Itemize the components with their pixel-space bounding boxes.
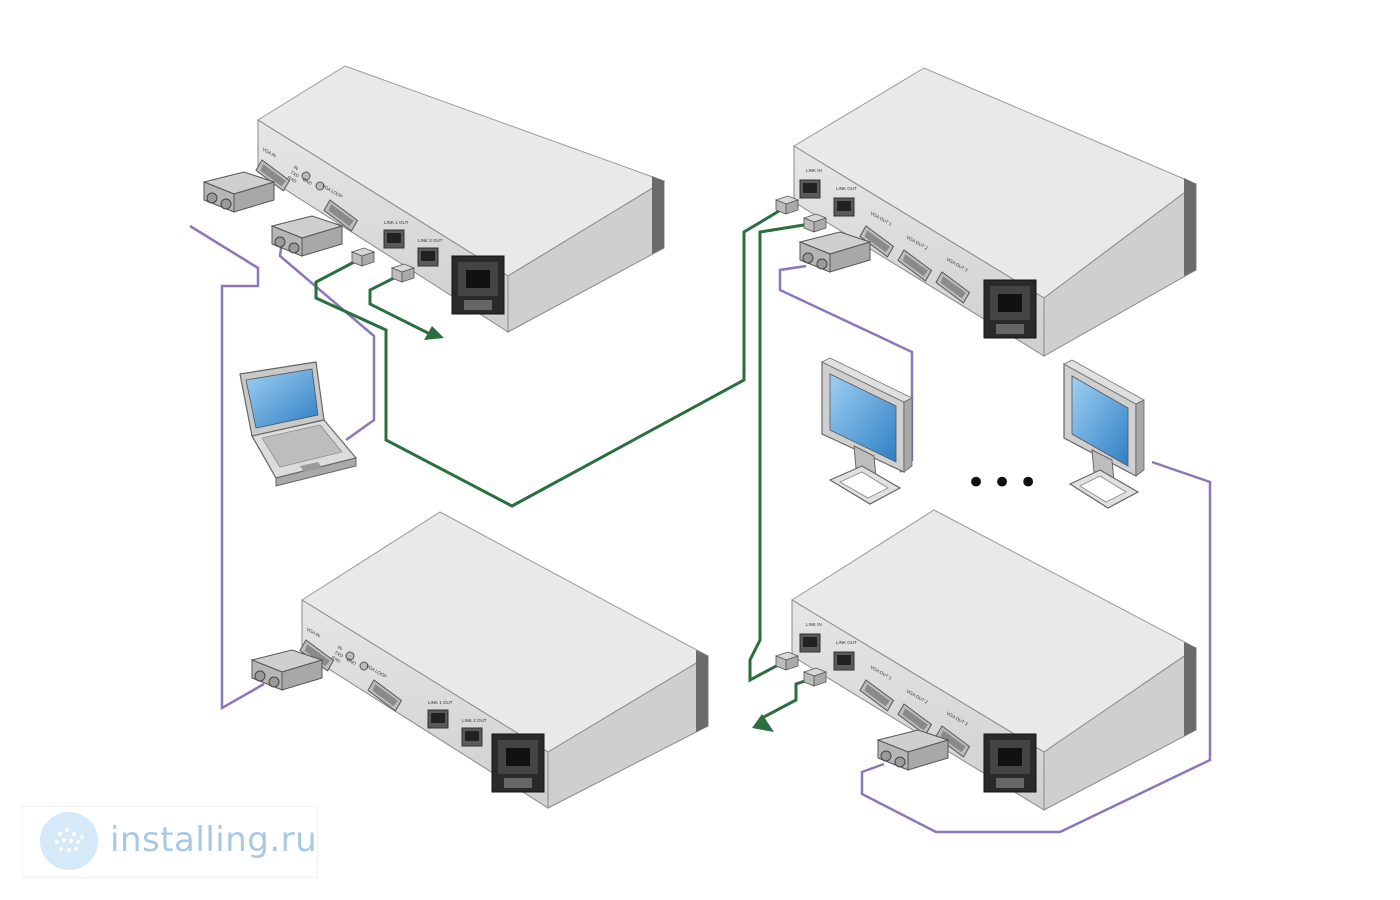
label-gnd: GND xyxy=(346,657,358,667)
rj45-link-in-port xyxy=(799,179,821,199)
power-socket-icon xyxy=(983,733,1037,793)
vga-cable-source-to-bottom xyxy=(189,224,265,711)
vga-connector-icon xyxy=(271,215,343,257)
device-edge xyxy=(1184,178,1196,276)
device-front-panel xyxy=(793,145,1045,357)
label-vga-in: VGA IN xyxy=(262,147,278,159)
rj45-connector-icon xyxy=(775,195,799,215)
vga-cable-to-monitor-2 xyxy=(860,460,1212,834)
power-socket-icon xyxy=(491,733,545,793)
label-link1-out: LINK 1 OUT xyxy=(384,220,409,225)
rj45-link1-port xyxy=(427,709,449,729)
laptop-icon xyxy=(239,361,358,487)
switch xyxy=(315,181,325,191)
label-in: IN xyxy=(337,645,343,652)
vga-connector-icon xyxy=(877,729,949,771)
rj45-link-in-port xyxy=(799,633,821,653)
arrow-icon xyxy=(424,326,444,340)
label-link-out: LINK OUT xyxy=(836,640,857,645)
rj45-connector-icon xyxy=(351,247,375,267)
rj45-link-out-port xyxy=(833,197,855,217)
watermark-logo-graphic xyxy=(40,812,98,870)
label-rxd: RXD xyxy=(287,175,298,184)
device-edge xyxy=(652,176,664,254)
rj45-connector-icon xyxy=(803,667,827,687)
rj45-link-out-port xyxy=(833,651,855,671)
watermark-logo-icon xyxy=(40,812,98,870)
label-gnd: GND xyxy=(302,177,314,187)
rj45-connector-icon xyxy=(775,651,799,671)
label-in: IN xyxy=(293,165,299,172)
rj45-link2-port xyxy=(461,727,483,747)
watermark-text: installing.ru xyxy=(110,820,318,860)
label-link2-out: LINK 2 OUT xyxy=(418,238,443,243)
vga-connector-icon xyxy=(799,231,871,273)
arrow-icon xyxy=(752,714,774,732)
label-link2-out: LINK 2 OUT xyxy=(462,718,487,723)
device-front-panel xyxy=(301,599,549,809)
rj45-connector-icon xyxy=(803,213,827,233)
rj45-link1-port xyxy=(383,229,405,249)
label-txd: TXD xyxy=(290,170,301,179)
transmitter-bottom: VGA IN IN TXD RXD GND VGA LOOP LINK 1 OU… xyxy=(297,511,710,809)
switch xyxy=(345,651,355,661)
label-vga-in: VGA IN xyxy=(306,627,322,639)
vga-connector-icon xyxy=(203,171,275,213)
device-edge xyxy=(696,650,708,732)
monitor-icon xyxy=(1063,359,1145,509)
label-link-in: LINK IN xyxy=(806,622,822,627)
link-cable-rx-out xyxy=(761,678,809,720)
hdmi-cables xyxy=(189,224,1212,834)
power-socket-icon xyxy=(983,279,1037,339)
ellipsis-icon: ••• xyxy=(966,463,1044,503)
transmitter-top: VGA IN IN TXD RXD GND VGA LOOP LINK 1 OU… xyxy=(253,65,666,333)
rj45-connector-icon xyxy=(391,263,415,283)
receiver-bottom: LINK IN LINK OUT VGA OUT 1 VGA OUT 2 VGA… xyxy=(791,509,1197,811)
switch xyxy=(301,171,311,181)
device-front-panel xyxy=(791,599,1045,811)
device-front-panel xyxy=(257,119,509,333)
label-link1-out: LINK 1 OUT xyxy=(428,700,453,705)
switch xyxy=(359,661,369,671)
label-link-in: LINK IN xyxy=(806,168,822,173)
label-link-out: LINK OUT xyxy=(836,186,857,191)
link-cable-rx-to-rx xyxy=(748,222,811,683)
power-socket-icon xyxy=(451,255,505,315)
device-edge xyxy=(1184,642,1196,736)
link-cables xyxy=(314,206,811,732)
label-txd: TXD xyxy=(334,650,345,659)
link-cable-link2-out xyxy=(368,274,431,336)
rj45-link2-port xyxy=(417,247,439,267)
link-cable-tx-to-rx xyxy=(314,206,785,508)
receiver-top: LINK IN LINK OUT VGA OUT 1 VGA OUT 2 VGA… xyxy=(793,67,1197,357)
label-rxd: RXD xyxy=(331,655,342,664)
vga-cable-loop-to-laptop xyxy=(278,241,376,442)
monitor-icon xyxy=(821,357,913,505)
